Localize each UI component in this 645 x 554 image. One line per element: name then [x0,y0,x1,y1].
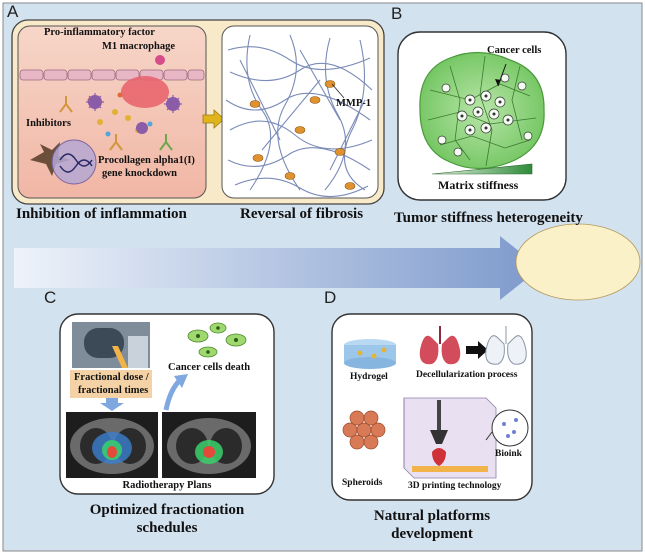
mmp1-label: MMP-1 [336,98,371,109]
cancer-cells-death-label: Cancer cells death [168,362,251,373]
fractional-label-line2: fractional times [78,385,149,396]
printing-label: 3D printing technology [408,481,502,491]
panel-d-letter: D [324,288,337,307]
tumor-illustration [419,51,545,170]
mmp1-enzymes [249,80,356,190]
down-arrow [100,398,124,411]
m1-macrophage-label: M1 macrophage [102,41,176,52]
stiffness-gradient [431,163,533,175]
panel-c-letter: C [44,288,57,307]
fractional-label-line1: Fractional dose / [74,372,149,383]
hydrogel-icon [344,339,396,369]
lung-icon [419,326,461,365]
optimized-caption-line2: schedules [136,520,198,536]
process-arrow [466,341,488,359]
decellularized-lung-icon [485,326,527,365]
big-progress-arrow [14,236,540,300]
radiotherapy-plans-label: Radiotherapy Plans [122,480,212,491]
panel-a-letter: A [7,2,19,21]
pro-inflammatory-label: Pro-inflammatory factor [44,27,155,38]
hydrogel-label: Hydrogel [350,372,388,382]
bioink-label: Bioink [495,449,522,459]
natural-caption-line1: Natural platforms [373,508,491,524]
tumor-stiffness-caption: Tumor stiffness heterogeneity [394,210,583,226]
natural-caption-line2: development [391,526,473,542]
optimized-caption-line1: Optimized fractionation [89,502,245,518]
ct-scan-right [162,412,256,478]
decellularization-label: Decellularization process [416,370,518,380]
3d-printer-icon [403,397,497,479]
inflammation-illustration [17,25,207,199]
inhibition-caption: Inhibition of inflammation [16,206,187,222]
fractional-dose-box [70,370,152,398]
cancer-cells-label: Cancer cells [487,45,542,56]
gene-knockdown-icon [51,139,97,185]
panel-b-letter: B [391,4,403,23]
spheroids-icon [342,410,386,450]
fibroblast-icon [30,142,70,176]
reversal-caption: Reversal of fibrosis [240,206,364,222]
procollagen-label-line2: gene knockdown [102,168,177,179]
panel-a-arrow [202,109,225,129]
collagen-fibers [225,34,373,198]
bioink-icon [491,409,529,447]
procollagen-label-line1: Procollagen alpha1(I) [98,155,195,166]
inhibitors-label: Inhibitors [26,118,71,129]
spheroids-label: Spheroids [342,478,383,488]
matrix-stiffness-label: Matrix stiffness [438,178,519,192]
fibrosis-illustration [221,25,379,199]
ct-scan-left [66,412,158,478]
result-ellipse [515,223,641,301]
